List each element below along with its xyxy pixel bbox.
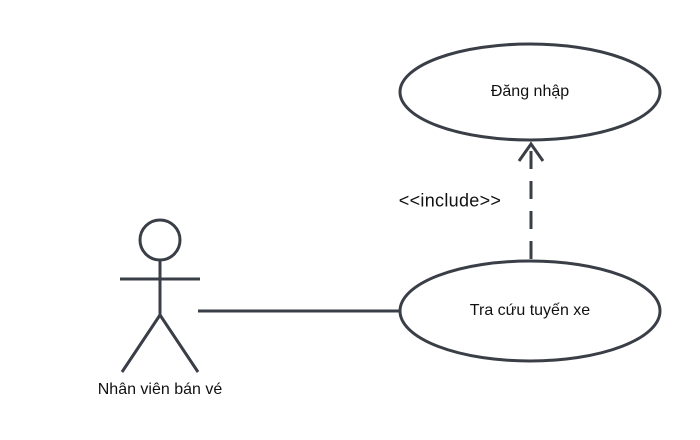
include-stereotype-label: <<include>>: [398, 190, 502, 211]
actor-head: [138, 218, 182, 262]
include-arrowhead: [517, 141, 545, 162]
usecase-login-ellipse[interactable]: [398, 42, 662, 142]
usecase-search-label: Tra cứu tuyến xe: [469, 302, 591, 319]
actor-stick-figure-icon[interactable]: [120, 218, 200, 373]
actor-name-label: Nhân viên bán vé: [97, 381, 223, 398]
actor-right-leg: [158, 314, 200, 373]
usecase-login-label: Đăng nhập: [490, 83, 570, 100]
actor-left-leg: [120, 314, 162, 373]
